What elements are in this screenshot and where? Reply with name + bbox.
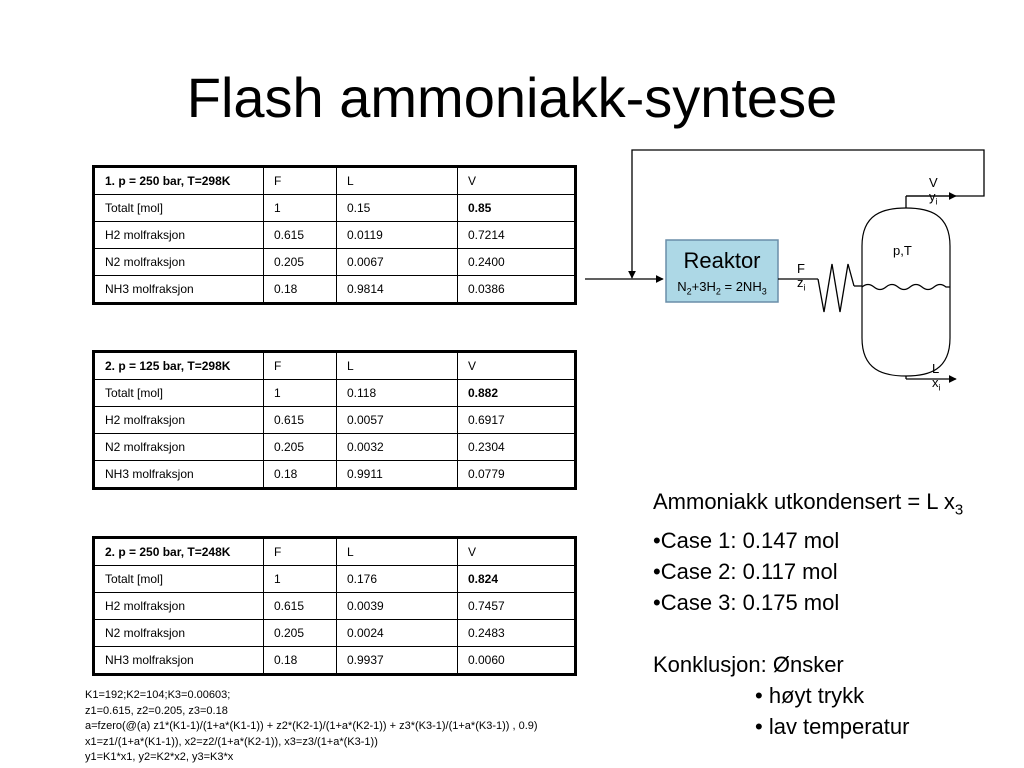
table-row: Totalt [mol] 1 0.118 0.882 xyxy=(93,379,576,407)
table-cell: 0.9911 xyxy=(336,460,458,489)
table-row: NH3 molfraksjon 0.18 0.9937 0.0060 xyxy=(93,646,576,675)
conclusion-bullet: • høyt trykk xyxy=(755,683,865,709)
table-cell: NH3 molfraksjon xyxy=(93,275,264,304)
table-cell: V xyxy=(457,351,576,380)
code-line: z1=0.615, z2=0.205, z3=0.18 xyxy=(85,704,228,717)
vessel-condition-label: p,T xyxy=(893,243,912,258)
table-cell: 0.205 xyxy=(263,619,337,647)
table-row: N2 molfraksjon 0.205 0.0067 0.2400 xyxy=(93,248,576,276)
conclusion-line: Konklusjon: Ønsker xyxy=(653,652,844,678)
results-table-1: 1. p = 250 bar, T=298K F L V Totalt [mol… xyxy=(92,165,577,305)
matlab-code-block: K1=192;K2=104;K3=0.00603; z1=0.615, z2=0.… xyxy=(85,688,538,766)
feed-label: F zi xyxy=(797,261,806,293)
table-row: H2 molfraksjon 0.615 0.0057 0.6917 xyxy=(93,406,576,434)
notes-heading: Ammoniakk utkondensert = L x3 xyxy=(653,489,964,519)
results-table-2: 2. p = 125 bar, T=298K F L V Totalt [mol… xyxy=(92,350,577,490)
table-row: N2 molfraksjon 0.205 0.0032 0.2304 xyxy=(93,433,576,461)
table-cell: NH3 molfraksjon xyxy=(93,460,264,489)
code-line: y1=K1*x1, y2=K2*x2, y3=K3*x xyxy=(85,751,234,763)
table-cell: 0.18 xyxy=(263,460,337,489)
table-cell: 0.7214 xyxy=(457,221,576,249)
table-cell: L xyxy=(336,166,458,195)
code-line: K1=192;K2=104;K3=0.00603; xyxy=(85,689,231,701)
table-cell: V xyxy=(457,166,576,195)
table-row: N2 molfraksjon 0.205 0.0024 0.2483 xyxy=(93,619,576,647)
table-cell: NH3 molfraksjon xyxy=(93,646,264,675)
table-cell: 0.615 xyxy=(263,592,337,620)
table-cell: N2 molfraksjon xyxy=(93,248,264,276)
reaction-equation: N2+3H2 = 2NH3 xyxy=(677,279,767,297)
table-cell: 0.176 xyxy=(336,565,458,593)
conclusion-notes: Ammoniakk utkondensert = L x3 •Case 1: 0… xyxy=(653,486,963,742)
table-cell: 0.882 xyxy=(457,379,576,407)
table-cell: 0.205 xyxy=(263,433,337,461)
table-cell: 0.0386 xyxy=(457,275,576,304)
table-row: H2 molfraksjon 0.615 0.0119 0.7214 xyxy=(93,221,576,249)
vapor-label: V yi xyxy=(929,175,938,207)
table-cell: N2 molfraksjon xyxy=(93,619,264,647)
table-cell: F xyxy=(263,351,337,380)
case-line: •Case 2: 0.117 mol xyxy=(653,559,838,585)
case-line: •Case 3: 0.175 mol xyxy=(653,590,840,616)
table-row: NH3 molfraksjon 0.18 0.9911 0.0779 xyxy=(93,460,576,489)
table-header-row: 2. p = 125 bar, T=298K F L V xyxy=(93,351,576,380)
table-cell: 2. p = 250 bar, T=248K xyxy=(93,537,264,566)
table-cell: 1 xyxy=(263,194,337,222)
table-cell: 0.615 xyxy=(263,406,337,434)
recycle-stream-line xyxy=(628,149,985,279)
table-row: Totalt [mol] 1 0.176 0.824 xyxy=(93,565,576,593)
table-cell: 0.15 xyxy=(336,194,458,222)
table-cell: V xyxy=(457,537,576,566)
liquid-level-line xyxy=(861,283,950,291)
table-cell: 0.615 xyxy=(263,221,337,249)
table-row: NH3 molfraksjon 0.18 0.9814 0.0386 xyxy=(93,275,576,304)
conclusion-bullet: • lav temperatur xyxy=(755,714,910,740)
table-cell: 0.9814 xyxy=(336,275,458,304)
table-cell: 0.118 xyxy=(336,379,458,407)
table-cell: 1 xyxy=(263,565,337,593)
table-cell: 0.18 xyxy=(263,646,337,675)
table-cell: H2 molfraksjon xyxy=(93,406,264,434)
results-table-3: 2. p = 250 bar, T=248K F L V Totalt [mol… xyxy=(92,536,577,676)
table-cell: 0.0039 xyxy=(336,592,458,620)
reactor-box xyxy=(665,239,779,303)
case-line: •Case 1: 0.147 mol xyxy=(653,528,840,554)
table-cell: 0.9937 xyxy=(336,646,458,675)
liquid-label: L xi xyxy=(932,361,941,393)
table-cell: 0.2483 xyxy=(457,619,576,647)
flash-vessel-icon xyxy=(861,207,951,377)
reactor-label: Reaktor xyxy=(683,248,761,273)
table-cell: 0.18 xyxy=(263,275,337,304)
table-cell: 0.0060 xyxy=(457,646,576,675)
table-cell: 0.824 xyxy=(457,565,576,593)
page-title: Flash ammoniakk-syntese xyxy=(186,66,838,129)
table-cell: Totalt [mol] xyxy=(93,194,264,222)
heat-exchanger-icon xyxy=(817,263,855,313)
table-cell: 0.6917 xyxy=(457,406,576,434)
table-row: Totalt [mol] 1 0.15 0.85 xyxy=(93,194,576,222)
table-cell: 0.0779 xyxy=(457,460,576,489)
code-line: x1=z1/(1+a*(K1-1)), x2=z2/(1+a*(K2-1)), … xyxy=(85,735,378,748)
table-cell: 0.85 xyxy=(457,194,576,222)
code-line: a=fzero(@(a) z1*(K1-1)/(1+a*(K1-1)) + z2… xyxy=(85,720,538,732)
